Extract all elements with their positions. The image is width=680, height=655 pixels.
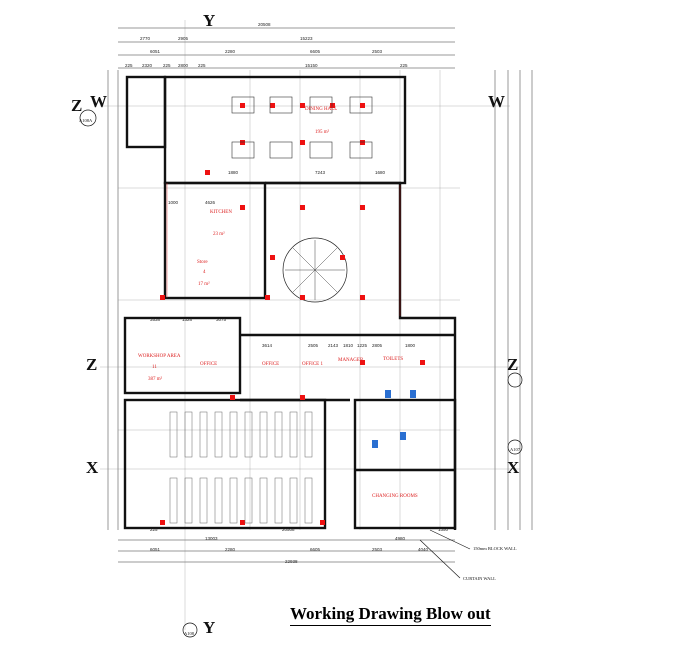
dim-mid-2505: 2505 — [308, 343, 319, 348]
dim-third-7: 225 — [400, 63, 408, 68]
tree-branches — [285, 240, 345, 300]
tree-symbol — [282, 237, 348, 303]
axis-z-left-upper: Z — [71, 96, 83, 115]
column-markers — [160, 103, 425, 525]
room-store: Store — [197, 260, 208, 265]
dim-mid-3538: 3538 — [150, 317, 161, 322]
dim-second-4: 2503 — [372, 49, 383, 54]
toilet-fixtures — [372, 390, 416, 448]
dim-mid-left-1880: 1880 — [228, 170, 239, 175]
dim-mid-1800: 1800 — [405, 343, 416, 348]
dim-overall-top: 20508 — [258, 22, 271, 27]
room-workshop: WORKSHOP AREA — [138, 354, 181, 359]
dim-mid-3614: 3614 — [262, 343, 273, 348]
note-curtain-wall: CURTAIN WALL — [463, 576, 496, 581]
dim-bottom-13003: 13003 — [205, 536, 218, 541]
dim-mid-1328: 1328 — [182, 317, 193, 322]
dim-bottom2-2503: 2503 — [372, 547, 383, 552]
room-office-1: OFFICE — [200, 362, 218, 367]
dim-mid-left-4626: 4626 — [205, 200, 216, 205]
axis-z-left: Z — [86, 355, 98, 374]
dim-bottom-4980: 4980 — [395, 536, 406, 541]
walls — [123, 75, 457, 530]
dim-third-5: 225 — [198, 63, 206, 68]
wall-detail — [166, 183, 401, 316]
dim-third-4: 2800 — [178, 63, 189, 68]
note-block-wall: 150mm BLOCK WALL — [473, 546, 517, 551]
room-manager: MANAGER — [338, 358, 364, 363]
room-dining-area: 195 m² — [315, 130, 330, 135]
dim-second-2: 2280 — [225, 49, 236, 54]
dim-bottom2-6605: 6605 — [310, 547, 321, 552]
dim-mid-1225: 1225 — [357, 343, 368, 348]
room-toilets: TOILETS — [383, 357, 404, 362]
dim-top-1: 2770 — [140, 36, 151, 41]
axis-x-right: X — [507, 458, 520, 477]
dim-mid-left-1000: 1000 — [168, 200, 179, 205]
dim-bottom2-2280: 2280 — [225, 547, 236, 552]
dim-mid-3075: 3075 — [216, 317, 227, 322]
dim-bottom-1350: 1350 — [438, 527, 449, 532]
axis-w-left: W — [90, 92, 107, 111]
axis-x-left: X — [86, 458, 99, 477]
dim-mid-1810: 1810 — [343, 343, 354, 348]
room-workshop-no: 11 — [152, 365, 157, 370]
axis-y-top: Y — [203, 11, 216, 30]
room-store-area: 17 m² — [198, 282, 210, 287]
workshop-benches — [169, 411, 313, 524]
note-leaders — [419, 529, 471, 579]
section-tag-bottom: A108 — [184, 631, 194, 636]
dim-mid-left-7243: 7243 — [315, 170, 326, 175]
room-workshop-area: 387 m² — [148, 377, 163, 382]
dim-bottom-overall: 22938 — [285, 559, 298, 564]
dim-second-3: 6605 — [310, 49, 321, 54]
room-changing: CHANGING ROOMS — [372, 494, 418, 499]
axis-w-right: W — [488, 92, 505, 111]
room-dining-hall: DINING HALL — [305, 107, 338, 112]
dining-tables — [231, 96, 373, 159]
dim-mid-left-1680: 1680 — [375, 170, 386, 175]
dim-mid-2143: 2143 — [328, 343, 339, 348]
axis-y-bottom: Y — [203, 618, 216, 637]
room-store-no: 4 — [203, 270, 206, 275]
axis-z-right: Z — [507, 355, 519, 374]
dim-third-2: 2320 — [142, 63, 153, 68]
dim-third-6: 15150 — [305, 63, 318, 68]
section-tag-left: A108A — [79, 118, 93, 123]
dim-second-1: 6051 — [150, 49, 161, 54]
room-kitchen: KITCHEN — [210, 210, 232, 215]
section-tag-right: A107 — [510, 447, 520, 452]
axis-bubbles — [79, 109, 523, 638]
dim-bottom2-6051: 6051 — [150, 547, 161, 552]
dim-mid-2805: 2805 — [372, 343, 383, 348]
room-office-3: OFFICE 1 — [302, 362, 323, 367]
dim-bottom2-4040: 4040 — [418, 547, 429, 552]
dim-third-1: 225 — [125, 63, 133, 68]
room-kitchen-area: 23 m² — [213, 232, 225, 237]
dim-top-2: 2905 — [178, 36, 189, 41]
dim-bottom-225: 225 — [150, 527, 158, 532]
dim-top-3: 15223 — [300, 36, 313, 41]
dim-bottom-20508: 20508 — [282, 527, 295, 532]
drawing-title: Working Drawing Blow out — [290, 604, 491, 626]
dim-third-3: 225 — [163, 63, 171, 68]
room-office-2: OFFICE — [262, 362, 280, 367]
